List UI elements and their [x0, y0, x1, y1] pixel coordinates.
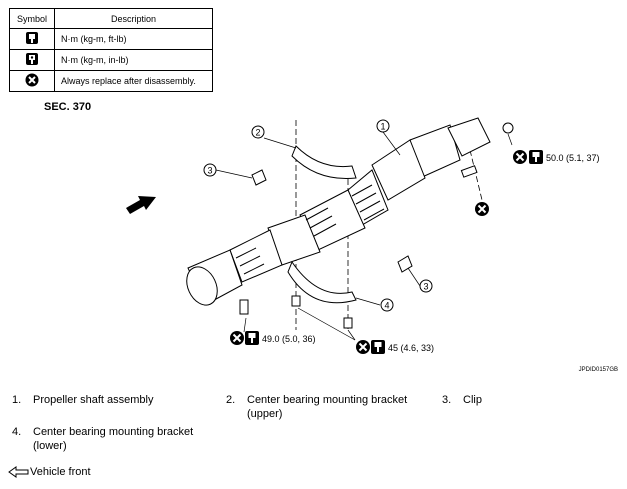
section-label: SEC. 370 [44, 101, 92, 113]
replace-x-icon [474, 201, 490, 217]
symbol-table: Symbol Description N·m (kg-m, ft-lb) N·m… [9, 8, 213, 92]
torque-value: 49.0 (5.0, 36) [262, 334, 316, 344]
vehicle-front-note: Vehicle front [8, 466, 91, 478]
torque-wrench-icon [529, 150, 543, 164]
torque-wrench-icon [371, 340, 385, 354]
legend-item: 3. Clip [442, 394, 482, 406]
torque-value: 50.0 (5.1, 37) [546, 153, 600, 163]
torque-value: 45 (4.6, 33) [388, 343, 434, 353]
replace-x-icon [512, 149, 528, 165]
callout-4: 4 [384, 301, 389, 311]
callout-3: 3 [423, 282, 428, 292]
torque-wrench-icon [245, 331, 259, 345]
lower-bracket [287, 260, 357, 304]
torque-wrench-icon [9, 28, 55, 50]
replace-x-icon [229, 330, 245, 346]
legend-item: 2. Center bearing mounting bracket (uppe… [226, 394, 408, 420]
upper-bracket [291, 145, 357, 180]
callout-3: 3 [207, 166, 212, 176]
figure-code: JPDID0157GB [579, 367, 618, 373]
legend-item: 1. Propeller shaft assembly [12, 394, 154, 406]
vehicle-front-arrow-icon [126, 196, 156, 214]
symbol-description: Always replace after disassembly. [54, 70, 213, 92]
vehicle-front-label: Vehicle front [30, 466, 91, 478]
vehicle-front-arrow-icon [8, 466, 29, 478]
legend-item: 4. Center bearing mounting bracket (lowe… [12, 426, 194, 452]
replace-x-icon [355, 339, 371, 355]
callout-2: 2 [255, 128, 260, 138]
callout-1: 1 [380, 122, 385, 132]
